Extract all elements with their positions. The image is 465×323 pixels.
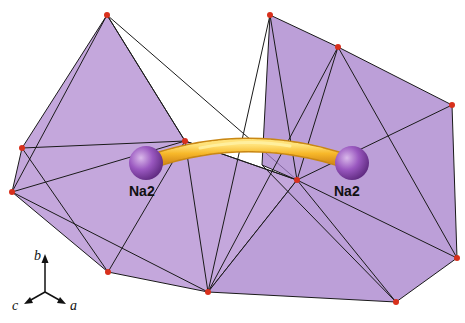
sodium-atom <box>335 146 369 180</box>
axis-label: a <box>70 299 77 313</box>
axis-label: c <box>12 299 18 313</box>
sodium-atom <box>129 146 163 180</box>
atom-label: Na2 <box>129 184 155 198</box>
hopping-path <box>150 145 348 162</box>
hopping-path <box>150 145 348 162</box>
axis-label: b <box>34 249 41 263</box>
oxygen-atoms <box>9 12 460 305</box>
axis-triad <box>24 254 66 304</box>
atom-label: Na2 <box>334 184 360 198</box>
hopping-highlight <box>200 142 290 148</box>
